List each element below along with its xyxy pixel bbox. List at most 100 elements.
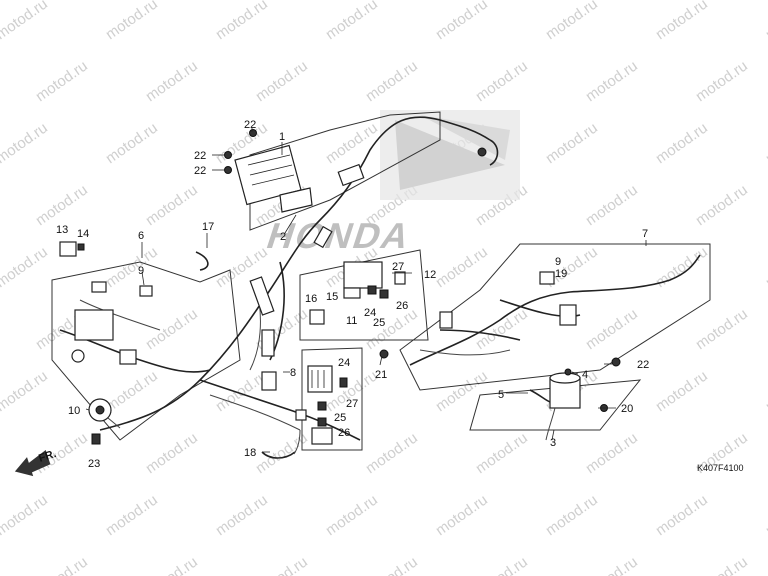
relay-16: [309, 309, 325, 325]
callout-c8: 8: [290, 367, 296, 379]
clip-9a: [139, 285, 153, 297]
watermark-text: motod.ru: [693, 553, 751, 576]
fuse-box: [295, 365, 348, 427]
callout-c9a: 9: [138, 265, 144, 277]
watermark-text: motod.ru: [693, 181, 751, 229]
honda-logo-text: HONDA: [262, 216, 417, 256]
connector-lower: [311, 427, 333, 445]
watermark-text: motod.ru: [143, 181, 201, 229]
callout-c22b: 22: [194, 150, 206, 162]
fuse-26a: [379, 289, 389, 299]
watermark-text: motod.ru: [143, 429, 201, 477]
bolt-21: [379, 349, 389, 359]
watermark-text: motod.ru: [583, 553, 641, 576]
watermark-text: motod.ru: [103, 243, 161, 291]
harness-boot: [337, 163, 365, 187]
watermark-text: motod.ru: [143, 57, 201, 105]
screw-4: [564, 368, 572, 376]
sub-harness: [379, 254, 701, 367]
relay-box: [343, 261, 383, 289]
watermark-text: motod.ru: [213, 491, 271, 539]
panel-harness-left: [51, 261, 241, 441]
watermark-text: motod.ru: [33, 57, 91, 105]
watermark-text: motod.ru: [33, 181, 91, 229]
callout-c14: 14: [77, 228, 89, 240]
callout-c22c: 22: [194, 165, 206, 177]
watermark-text: motod.ru: [0, 243, 51, 291]
callout-c26a: 26: [396, 300, 408, 312]
harness-connector: [261, 329, 275, 357]
callout-c24b: 24: [338, 357, 350, 369]
direction-label: FR.: [37, 448, 58, 465]
terminal-end: [477, 147, 487, 157]
fuse-24b: [339, 377, 348, 388]
watermark-text: motod.ru: [143, 553, 201, 576]
watermark-text: motod.ru: [653, 491, 711, 539]
clip-17: [195, 251, 209, 271]
bolt-22a: [249, 129, 257, 137]
watermark-text: motod.ru: [583, 305, 641, 353]
honda-wing-logo: [380, 110, 520, 200]
fuse-26b: [317, 417, 327, 427]
connector-b: [119, 349, 137, 365]
watermark-text: motod.ru: [653, 119, 711, 167]
callout-c22d: 22: [637, 359, 649, 371]
watermark-text: motod.ru: [433, 367, 491, 415]
callout-c27b: 27: [346, 398, 358, 410]
watermark-text: motod.ru: [103, 119, 161, 167]
watermark-text: motod.ru: [253, 57, 311, 105]
watermark-text: motod.ru: [543, 119, 601, 167]
watermark-text: motod.ru: [253, 553, 311, 576]
callout-c10: 10: [68, 405, 80, 417]
callout-c7: 7: [642, 228, 648, 240]
callout-c5: 5: [498, 389, 504, 401]
panel-ecu: [249, 111, 441, 231]
bolt-22c: [224, 166, 232, 174]
relay-assembly: [309, 261, 406, 325]
panel-relay-box: [299, 249, 429, 341]
watermark-text: motod.ru: [0, 0, 51, 43]
watermark-text: motod.ru: [103, 491, 161, 539]
callout-leaders: [85, 128, 647, 453]
panel-sub-harness: [399, 243, 711, 391]
callout-c13: 13: [56, 224, 68, 236]
watermark-text: motod.ru: [363, 429, 421, 477]
watermark-text: motod.ru: [213, 0, 271, 43]
callout-c19: 19: [555, 268, 567, 280]
clip-18: [261, 451, 296, 459]
callout-c20: 20: [621, 403, 633, 415]
watermark-text: motod.ru: [693, 57, 751, 105]
connector-a: [91, 281, 107, 293]
watermark-text: motod.ru: [0, 491, 51, 539]
callout-c18: 18: [244, 447, 256, 459]
callout-c9b: 9: [555, 256, 561, 268]
watermark-text: motod.ru: [473, 305, 531, 353]
clip-19: [539, 271, 555, 285]
callout-c4: 4: [582, 369, 588, 381]
watermark-text: motod.ru: [433, 243, 491, 291]
callout-c23: 23: [88, 458, 100, 470]
callout-c2: 2: [280, 231, 286, 243]
bolt-23: [91, 433, 101, 445]
figure-code: K407F4100: [697, 463, 744, 473]
ecu-unit: [224, 129, 313, 213]
grommet: [71, 349, 85, 363]
harness-clip: [313, 225, 333, 249]
watermark-text: motod.ru: [33, 553, 91, 576]
watermark-text: motod.ru: [543, 0, 601, 43]
watermark-text: motod.ru: [433, 0, 491, 43]
watermark-text: motod.ru: [653, 0, 711, 43]
watermark-text: motod.ru: [473, 57, 531, 105]
callout-c25a: 25: [373, 317, 385, 329]
harness-clamp: [249, 276, 275, 316]
watermark-text: motod.ru: [323, 0, 381, 43]
callout-c26b: 26: [338, 427, 350, 439]
lower-components: [261, 371, 333, 459]
watermark-text: motod.ru: [323, 119, 381, 167]
callout-c16: 16: [305, 293, 317, 305]
ignition-coil: [529, 368, 608, 441]
watermark-text: motod.ru: [763, 491, 768, 539]
watermark-text: motod.ru: [473, 429, 531, 477]
callout-c12: 12: [424, 269, 436, 281]
